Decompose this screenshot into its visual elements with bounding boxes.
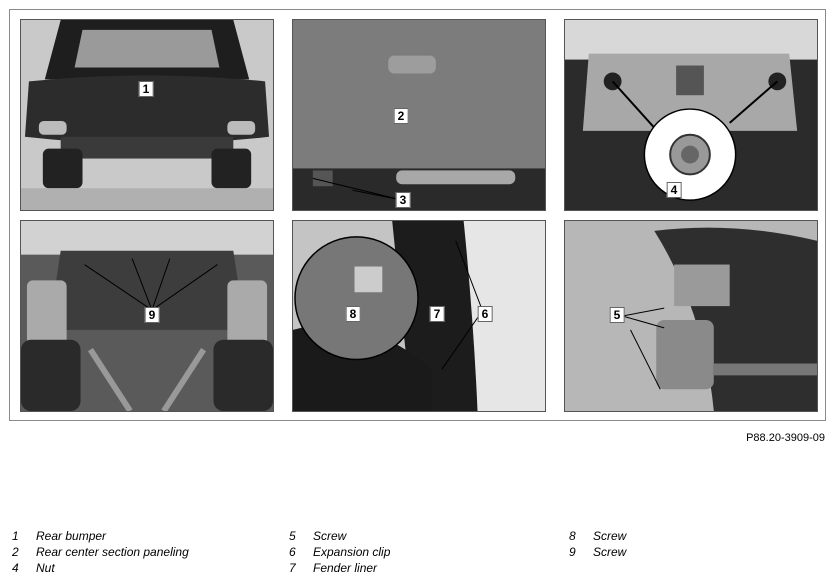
figure-frame: 1 2 3 4 — [9, 9, 826, 421]
callout-2: 2 — [393, 108, 409, 124]
callout-1: 1 — [138, 81, 154, 97]
legend-text: Screw — [313, 529, 347, 543]
legend-item: 8 Screw — [569, 528, 626, 544]
callout-3: 3 — [395, 192, 411, 208]
callout-5: 5 — [609, 307, 625, 323]
callout-4: 4 — [666, 182, 682, 198]
legend-item: 1 Rear bumper — [12, 528, 189, 544]
legend-text: Screw — [593, 545, 627, 559]
callout-9: 9 — [144, 307, 160, 323]
legend-number: 6 — [289, 545, 296, 559]
legend-column-2: 5 Screw 6 Expansion clip 7 Fender liner — [289, 528, 390, 576]
legend-text: Rear center section paneling — [36, 545, 189, 559]
legend-number: 2 — [12, 545, 19, 559]
photo-exhaust-screws: 5 — [564, 220, 818, 412]
legend-number: 7 — [289, 561, 296, 575]
legend-column-1: 1 Rear bumper 2 Rear center section paneli… — [12, 528, 189, 576]
legend-item: 2 Rear center section paneling — [12, 544, 189, 560]
legend-text: Rear bumper — [36, 529, 107, 543]
legend-number: 1 — [12, 529, 19, 543]
photo-underbody-screws: 9 — [20, 220, 274, 412]
legend-number: 8 — [569, 529, 576, 543]
legend-item: 7 Fender liner — [289, 560, 390, 576]
legend-item: 4 Nut — [12, 560, 189, 576]
legend-number: 4 — [12, 561, 19, 575]
legend-item: 5 Screw — [289, 528, 390, 544]
photo-rear-center-paneling: 2 3 — [292, 19, 546, 211]
callout-8: 8 — [345, 306, 361, 322]
legend-text: Fender liner — [313, 561, 378, 575]
legend-item: 6 Expansion clip — [289, 544, 390, 560]
photo-fender-liner: 8 7 6 — [292, 220, 546, 412]
legend-text: Screw — [593, 529, 627, 543]
photo-nut-detail: 4 — [564, 19, 818, 211]
figure-reference-code: P88.20-3909-09 — [746, 432, 825, 444]
legend-text: Nut — [36, 561, 55, 575]
photo-rear-bumper: 1 — [20, 19, 274, 211]
callout-6: 6 — [477, 306, 493, 322]
legend-text: Expansion clip — [313, 545, 391, 559]
legend-number: 5 — [289, 529, 296, 543]
legend-number: 9 — [569, 545, 576, 559]
legend-item: 9 Screw — [569, 544, 626, 560]
callout-7: 7 — [429, 306, 445, 322]
